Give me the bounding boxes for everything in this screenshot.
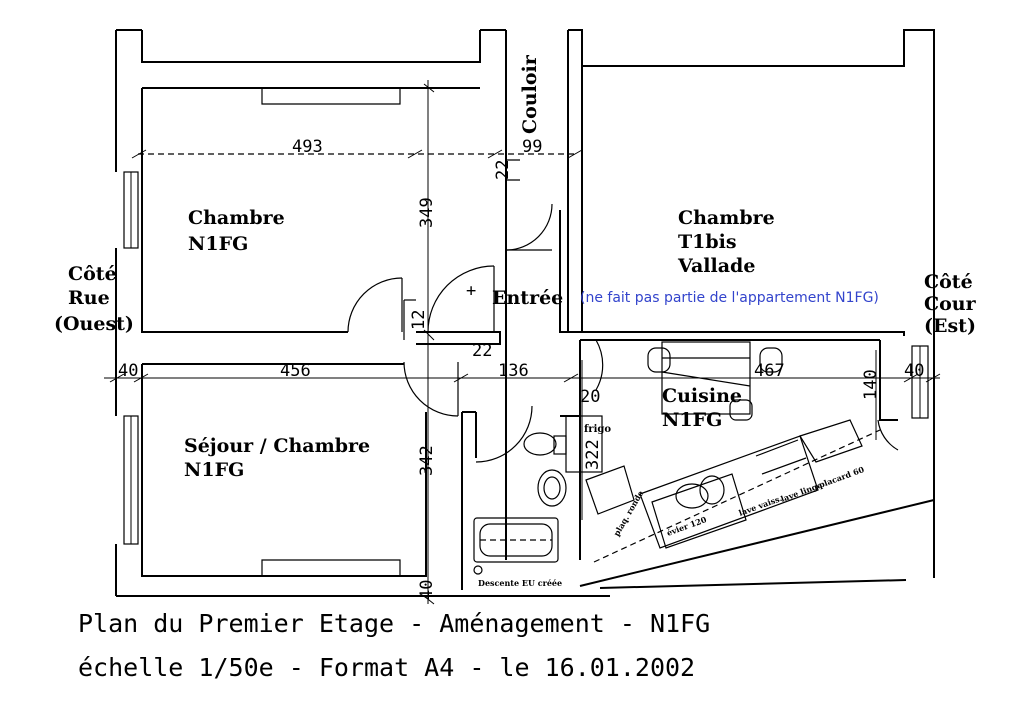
label-lave-linge: lave linge (779, 480, 823, 504)
label-cuisine-1: Cuisine (662, 385, 742, 407)
label-couloir: Couloir (519, 54, 541, 134)
label-west-2: Rue (68, 287, 110, 309)
dim-22b: 22 (472, 341, 492, 361)
dim-322: 322 (583, 439, 603, 470)
label-plaque: plaq. ronde (611, 489, 645, 538)
dim-140: 140 (861, 369, 881, 400)
label-east-3: (Est) (924, 315, 976, 337)
label-west-3: (Ouest) (54, 313, 134, 335)
title-block: Plan du Premier Etage - Aménagement - N1… (78, 609, 710, 682)
label-placard: placard 60 (817, 464, 866, 490)
label-chambre-t1bis-2: T1bis (678, 231, 737, 253)
label-frigo: frigo (584, 424, 611, 435)
dim-12: 12 (409, 310, 429, 330)
label-chambre-t1bis-1: Chambre (678, 207, 775, 229)
plus-mark: + (466, 281, 476, 301)
dim-456: 456 (280, 361, 311, 381)
dim-349: 349 (417, 197, 437, 228)
label-east-1: Côté (924, 271, 973, 293)
label-west-1: Côté (68, 263, 117, 285)
title-line-2: échelle 1/50e - Format A4 - le 16.01.200… (78, 653, 695, 682)
dimension-labels: 493 22 99 349 12 22 40 456 136 20 467 14… (118, 137, 924, 600)
exterior-walls (115, 29, 935, 597)
label-east-2: Cour (924, 293, 977, 315)
label-entree: Entrée (492, 287, 563, 309)
doors (347, 203, 899, 463)
dim-20: 20 (580, 387, 600, 407)
dim-99: 99 (522, 137, 542, 157)
label-descente: Descente EU créée (478, 578, 562, 588)
dim-22a: 22 (493, 160, 513, 180)
title-line-1: Plan du Premier Etage - Aménagement - N1… (78, 609, 710, 638)
dim-40a: 40 (118, 361, 138, 381)
fixtures (473, 341, 881, 563)
dimension-lines (104, 80, 941, 605)
dim-467: 467 (754, 361, 785, 381)
dim-342: 342 (417, 445, 437, 476)
dim-136: 136 (498, 361, 529, 381)
label-chambre-t1bis-3: Vallade (677, 255, 755, 277)
label-chambre-n1fg-2: N1FG (188, 233, 248, 255)
label-evier: évier 120 (665, 514, 708, 538)
dim-493: 493 (292, 137, 323, 157)
label-chambre-n1fg-1: Chambre (188, 207, 285, 229)
dim-40b: 40 (904, 361, 924, 381)
descente-pipe-icon (473, 565, 483, 575)
side-labels: Côté Rue (Ouest) Côté Cour (Est) (54, 263, 977, 337)
dim-40c: 40 (417, 580, 437, 600)
label-cuisine-2: N1FG (662, 409, 722, 431)
label-sejour-1: Séjour / Chambre (184, 435, 370, 457)
room-labels: Chambre N1FG Chambre T1bis Vallade Séjou… (184, 54, 879, 481)
note-not-part: (ne fait pas partie de l'appartement N1F… (580, 290, 879, 306)
label-sejour-2: N1FG (184, 459, 244, 481)
